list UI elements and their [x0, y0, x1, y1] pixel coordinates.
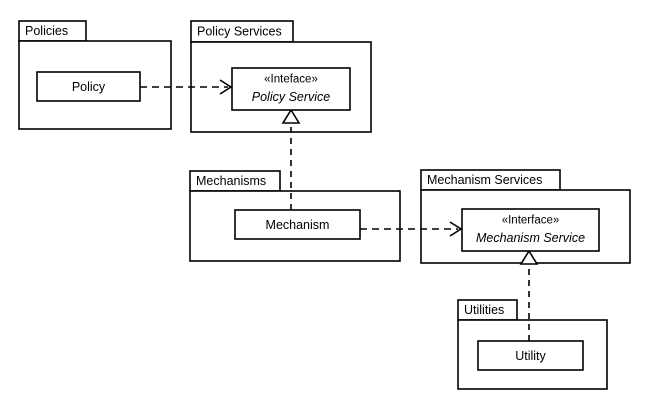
- class-box-mechanism: [234, 209, 361, 240]
- hollow-triangle-mechanism-service: [519, 249, 539, 265]
- class-name-policy: Policy: [72, 80, 106, 94]
- class-mechanism-service[interactable]: «Interface» Mechanism Service: [461, 208, 600, 252]
- class-name-utility: Utility: [515, 349, 546, 363]
- connection-policy-uses-policy-service[interactable]: [140, 79, 233, 95]
- class-name-mechanism: Mechanism: [266, 218, 330, 232]
- class-box-policy-service: [231, 67, 351, 111]
- package-mechanisms[interactable]: Mechanisms: [189, 170, 401, 262]
- open-arrowhead-mechanism-service: [449, 221, 463, 237]
- class-name-policy-service: Policy Service: [252, 90, 331, 104]
- class-policy[interactable]: Policy: [36, 71, 141, 102]
- package-label-utilities: Utilities: [464, 303, 504, 317]
- class-name-mechanism-service: Mechanism Service: [476, 231, 585, 245]
- class-box-mechanism-service: [461, 208, 600, 252]
- package-label-policies: Policies: [25, 24, 68, 38]
- hollow-triangle-policy-service: [281, 108, 301, 124]
- open-arrowhead-policy-service: [219, 79, 233, 95]
- class-stereotype-policy-service: «Inteface»: [264, 74, 318, 86]
- class-policy-service[interactable]: «Inteface» Policy Service: [231, 67, 351, 111]
- package-label-policy-services: Policy Services: [197, 24, 282, 38]
- connection-mechanism-realizes-policy-service[interactable]: [281, 108, 301, 210]
- class-utility[interactable]: Utility: [477, 340, 584, 371]
- class-box-policy: [36, 71, 141, 102]
- package-label-mechanisms: Mechanisms: [196, 174, 266, 188]
- class-stereotype-mechanism-service: «Interface»: [502, 215, 560, 227]
- package-label-mechanism-services: Mechanism Services: [427, 173, 542, 187]
- class-box-utility: [477, 340, 584, 371]
- connection-utility-realizes-mechanism-service[interactable]: [519, 249, 539, 341]
- class-mechanism[interactable]: Mechanism: [234, 209, 361, 240]
- connection-mechanism-uses-mechanism-service[interactable]: [360, 221, 463, 237]
